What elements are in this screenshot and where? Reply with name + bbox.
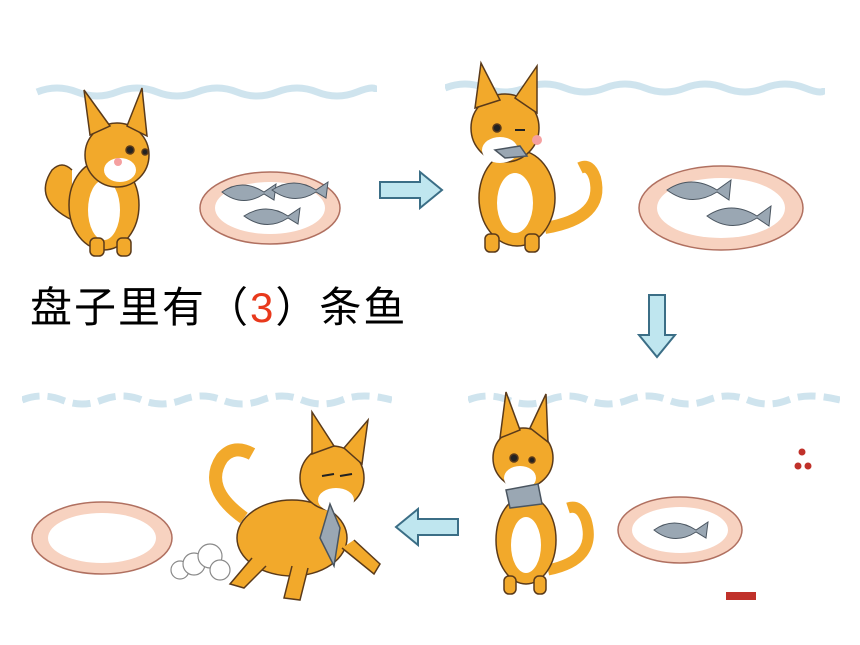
scene-illustration-2: [445, 60, 825, 253]
dots-decoration: [794, 448, 812, 470]
wave-decoration: [35, 84, 377, 100]
answer-number: 3: [250, 284, 276, 331]
empty-plate-icon: [31, 501, 173, 575]
scene-illustration-4: [22, 392, 392, 601]
scene-illustration-1: [35, 84, 377, 257]
dust-cloud-icon: [170, 543, 231, 581]
caption-prefix: 盘子里有（: [30, 283, 251, 332]
arrow-left-icon: [394, 506, 460, 551]
wave-decoration: [445, 80, 825, 96]
question-caption: 盘子里有（3）条鱼: [30, 278, 407, 338]
wave-decoration: [22, 392, 392, 408]
caption-suffix: ）条鱼: [275, 283, 408, 332]
cat-icon: [470, 60, 603, 253]
fish-icon: [666, 178, 772, 227]
fish-icon: [653, 520, 709, 539]
arrow-down-icon: [636, 293, 678, 363]
wave-decoration: [468, 392, 840, 408]
scene-panel-3: [468, 380, 840, 600]
running-cat-icon: [209, 409, 381, 601]
arrow-right-icon: [378, 169, 444, 214]
scene-illustration-3: [468, 391, 840, 600]
plate-icon: [638, 165, 804, 251]
cat-icon: [44, 87, 150, 257]
plate-icon: [199, 171, 341, 245]
fish-icon: [221, 180, 329, 225]
scene-panel-4: [22, 388, 392, 608]
corner-mark: [726, 592, 756, 600]
cat-icon: [492, 391, 594, 595]
scene-panel-1: [32, 70, 377, 262]
scene-panel-2: [445, 58, 825, 258]
